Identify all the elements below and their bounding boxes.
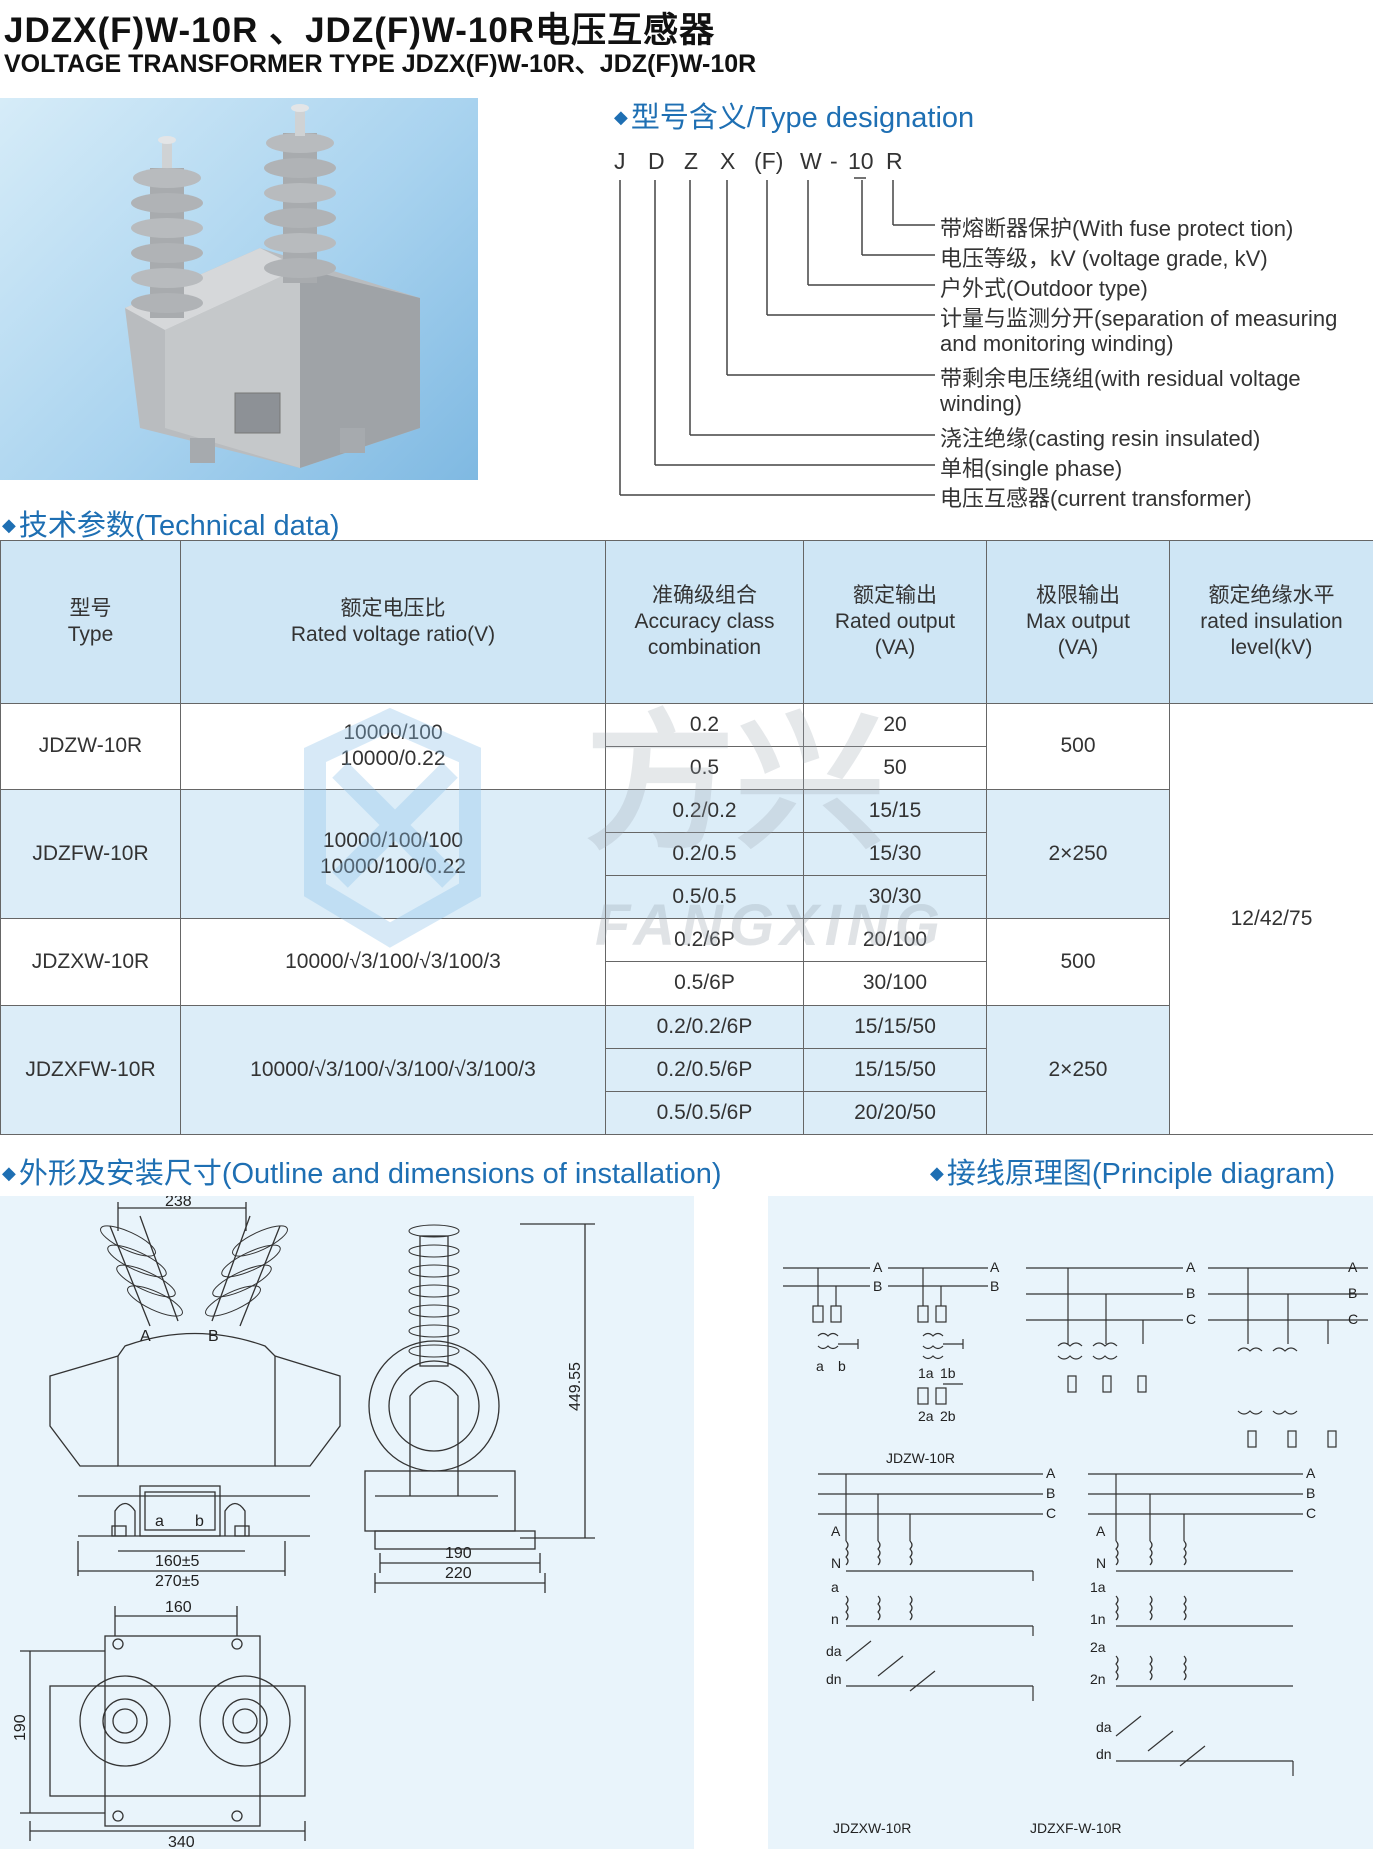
svg-text:B: B [990, 1278, 999, 1294]
svg-text:A: A [831, 1523, 841, 1539]
principle-heading: ◆接线原理图(Principle diagram) [930, 1150, 1335, 1192]
dim-190-plan: 190 [12, 1714, 29, 1741]
dim-449-55: 449.55 [567, 1362, 584, 1411]
dim-238: 238 [165, 1196, 192, 1210]
dim-270-tol: 270±5 [155, 1573, 199, 1590]
outline-drawing-panel: 238 A B a b 160±5 270±5 449.55 190 220 1… [0, 1196, 694, 1849]
designation-item: 带熔断器保护(With fuse protect tion) [940, 211, 1293, 243]
table-row: JDZXFW-10R 10000/√3/100/√3/100/√3/100/3 … [1, 1005, 1373, 1048]
svg-text:A: A [1186, 1259, 1196, 1275]
svg-text:2b: 2b [940, 1408, 956, 1424]
svg-text:A: A [1306, 1465, 1316, 1481]
svg-text:A: A [990, 1259, 1000, 1275]
insulation-value: 12/42/75 [1170, 703, 1373, 1134]
svg-text:C: C [1046, 1505, 1056, 1521]
svg-text:da: da [826, 1643, 842, 1659]
svg-text:1b: 1b [940, 1365, 956, 1381]
svg-text:B: B [1186, 1285, 1195, 1301]
svg-text:a: a [816, 1358, 824, 1374]
svg-text:1a: 1a [918, 1365, 934, 1381]
svg-text:2a: 2a [1090, 1639, 1106, 1655]
designation-item: 户外式(Outdoor type) [940, 271, 1148, 303]
svg-text:dn: dn [826, 1671, 842, 1687]
svg-text:N: N [1096, 1555, 1106, 1571]
designation-item: 电压等级，kV (voltage grade, kV) [940, 241, 1268, 273]
svg-text:B: B [1046, 1485, 1055, 1501]
dim-160-tol: 160±5 [155, 1553, 199, 1570]
svg-text:da: da [1096, 1719, 1112, 1735]
svg-text:2a: 2a [918, 1408, 934, 1424]
caption-jdzw: JDZW-10R [886, 1450, 955, 1466]
svg-text:dn: dn [1096, 1746, 1112, 1762]
svg-text:A: A [1348, 1259, 1358, 1275]
secondary-b-label: b [195, 1513, 204, 1530]
designation-item: 电压互感器(current transformer) [940, 481, 1252, 513]
designation-diagram: J D Z X (F) W - 10 R 带熔断器保护(With fuse pr… [0, 0, 1373, 520]
caption-jdzxw: JDZXW-10R [833, 1820, 911, 1836]
svg-text:1a: 1a [1090, 1579, 1106, 1595]
svg-text:B: B [1348, 1285, 1357, 1301]
dim-220-side: 220 [445, 1565, 472, 1582]
dim-190-side: 190 [445, 1545, 472, 1562]
designation-item: 单相(single phase) [940, 451, 1122, 483]
designation-item: and monitoring winding) [940, 331, 1174, 357]
terminal-a-label: A [140, 1328, 151, 1345]
designation-item: 带剩余电压绕组(with residual voltage [940, 361, 1301, 393]
technical-heading: ◆技术参数(Technical data) [2, 502, 340, 544]
outline-heading: ◆外形及安装尺寸(Outline and dimensions of insta… [2, 1150, 722, 1192]
svg-text:C: C [1306, 1505, 1316, 1521]
principle-diagram-panel: A B A B A B C A B C A B C A B C a b 1a 1… [768, 1196, 1373, 1849]
designation-item: winding) [940, 391, 1022, 417]
secondary-a-label: a [155, 1513, 164, 1530]
svg-text:A: A [873, 1259, 883, 1275]
svg-text:n: n [831, 1611, 839, 1627]
svg-text:a: a [831, 1579, 839, 1595]
svg-text:B: B [1306, 1485, 1315, 1501]
svg-text:N: N [831, 1555, 841, 1571]
designation-item: 计量与监测分开(separation of measuring [940, 301, 1337, 333]
svg-text:2n: 2n [1090, 1671, 1106, 1687]
svg-text:A: A [1046, 1465, 1056, 1481]
svg-text:b: b [838, 1358, 846, 1374]
svg-text:1n: 1n [1090, 1611, 1106, 1627]
svg-text:A: A [1096, 1523, 1106, 1539]
svg-text:B: B [873, 1278, 882, 1294]
designation-item: 浇注绝缘(casting resin insulated) [940, 421, 1260, 453]
svg-text:C: C [1348, 1311, 1358, 1327]
table-row: JDZXW-10R 10000/√3/100/√3/100/3 0.2/6P 2… [1, 919, 1373, 962]
terminal-b-label: B [208, 1328, 219, 1345]
dim-340-plan: 340 [168, 1834, 195, 1849]
caption-jdzxfw: JDZXF-W-10R [1030, 1820, 1122, 1836]
svg-text:C: C [1186, 1311, 1196, 1327]
dim-160-plan: 160 [165, 1599, 192, 1616]
